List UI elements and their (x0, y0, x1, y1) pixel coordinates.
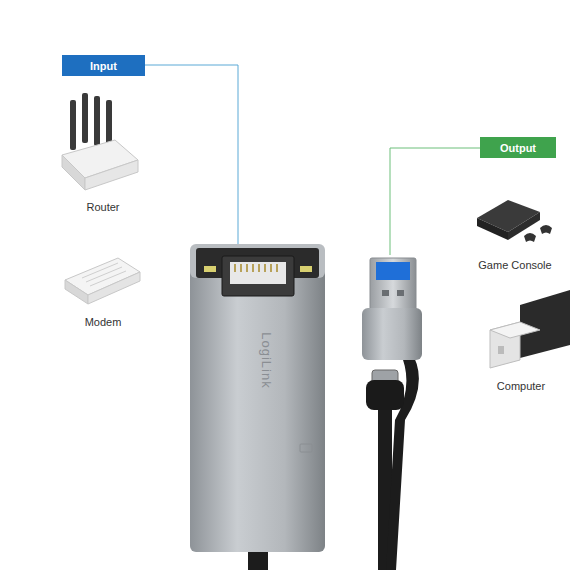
device-label: Router (86, 201, 119, 213)
tag-text: Output (500, 142, 536, 154)
computer-icon (490, 290, 570, 368)
device-label: Modem (85, 316, 122, 328)
tag-text: Input (90, 60, 117, 72)
leader-line (145, 65, 238, 245)
usb-c-plug (366, 370, 404, 410)
device-label: Computer (497, 380, 545, 392)
leader-line (390, 148, 480, 255)
brand-label: LogiLink (259, 332, 274, 388)
input-tag: Input (62, 55, 145, 76)
adapter-body (190, 244, 325, 552)
router-icon (62, 93, 138, 190)
usb-a-plug (362, 258, 422, 360)
modem-icon (65, 258, 140, 304)
output-tag: Output (480, 137, 556, 158)
device-label: Game Console (478, 259, 551, 271)
game-console-icon (477, 200, 552, 242)
